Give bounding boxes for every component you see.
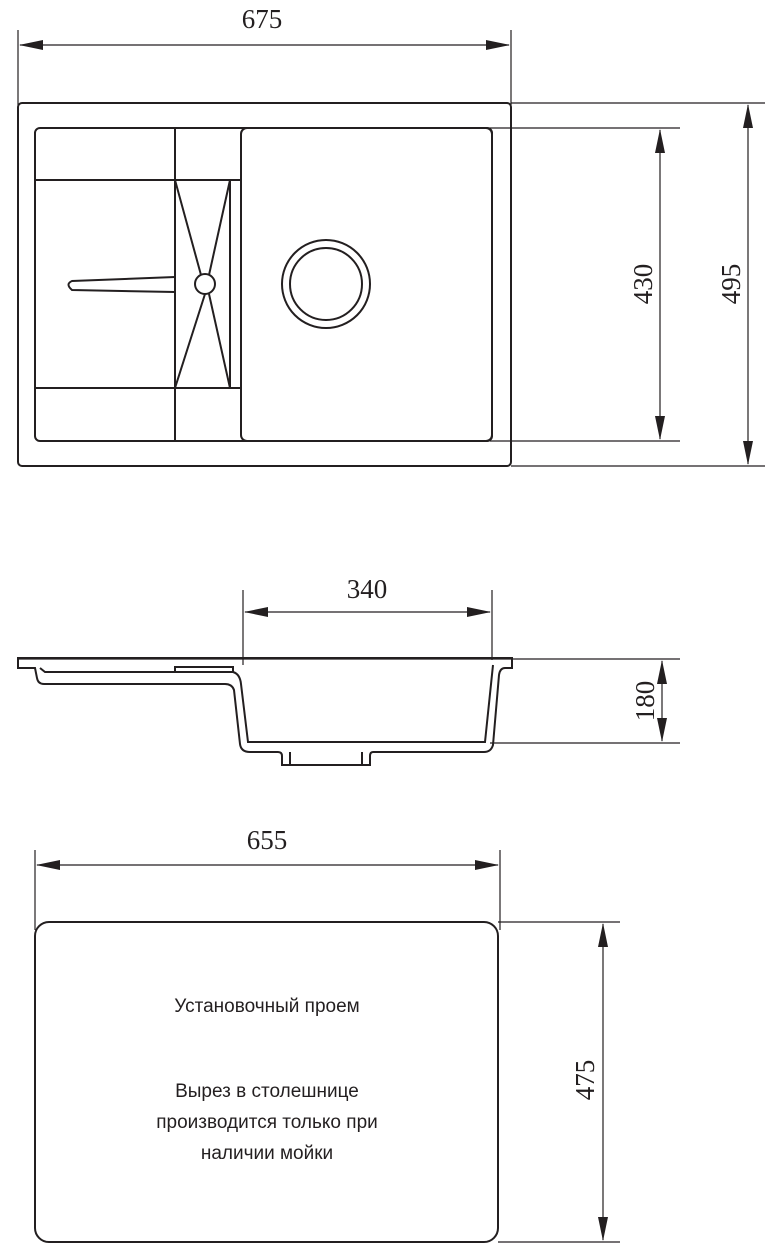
side-view: 340 180 (17, 574, 680, 766)
cutout-note-line: наличии мойки (201, 1143, 333, 1164)
cutout-outline (34, 921, 499, 1243)
drain-icon (281, 239, 371, 329)
cutout-note-line: Вырез в столешнице (175, 1081, 359, 1102)
top-view: 675 430 495 (17, 4, 765, 467)
cutout-depth-label: 475 (570, 1060, 600, 1101)
bowl-outline (240, 127, 493, 442)
sink-outline (17, 102, 512, 467)
cutout-note-line: производится только при (156, 1112, 378, 1133)
overflow-icon (194, 273, 216, 295)
cutout-width-label: 655 (247, 825, 288, 855)
drainboard-groove (67, 276, 176, 293)
sink-profile (17, 657, 513, 766)
width-label: 675 (242, 4, 283, 34)
cutout-view: 655 475 Установочный проем Вырез в столе… (34, 825, 620, 1243)
bowl-height-label: 430 (628, 264, 658, 305)
depth-label: 495 (716, 264, 746, 305)
cutout-title: Установочный проем (174, 996, 359, 1017)
bowl-depth-label: 180 (630, 681, 660, 722)
bowl-width-label: 340 (347, 574, 388, 604)
